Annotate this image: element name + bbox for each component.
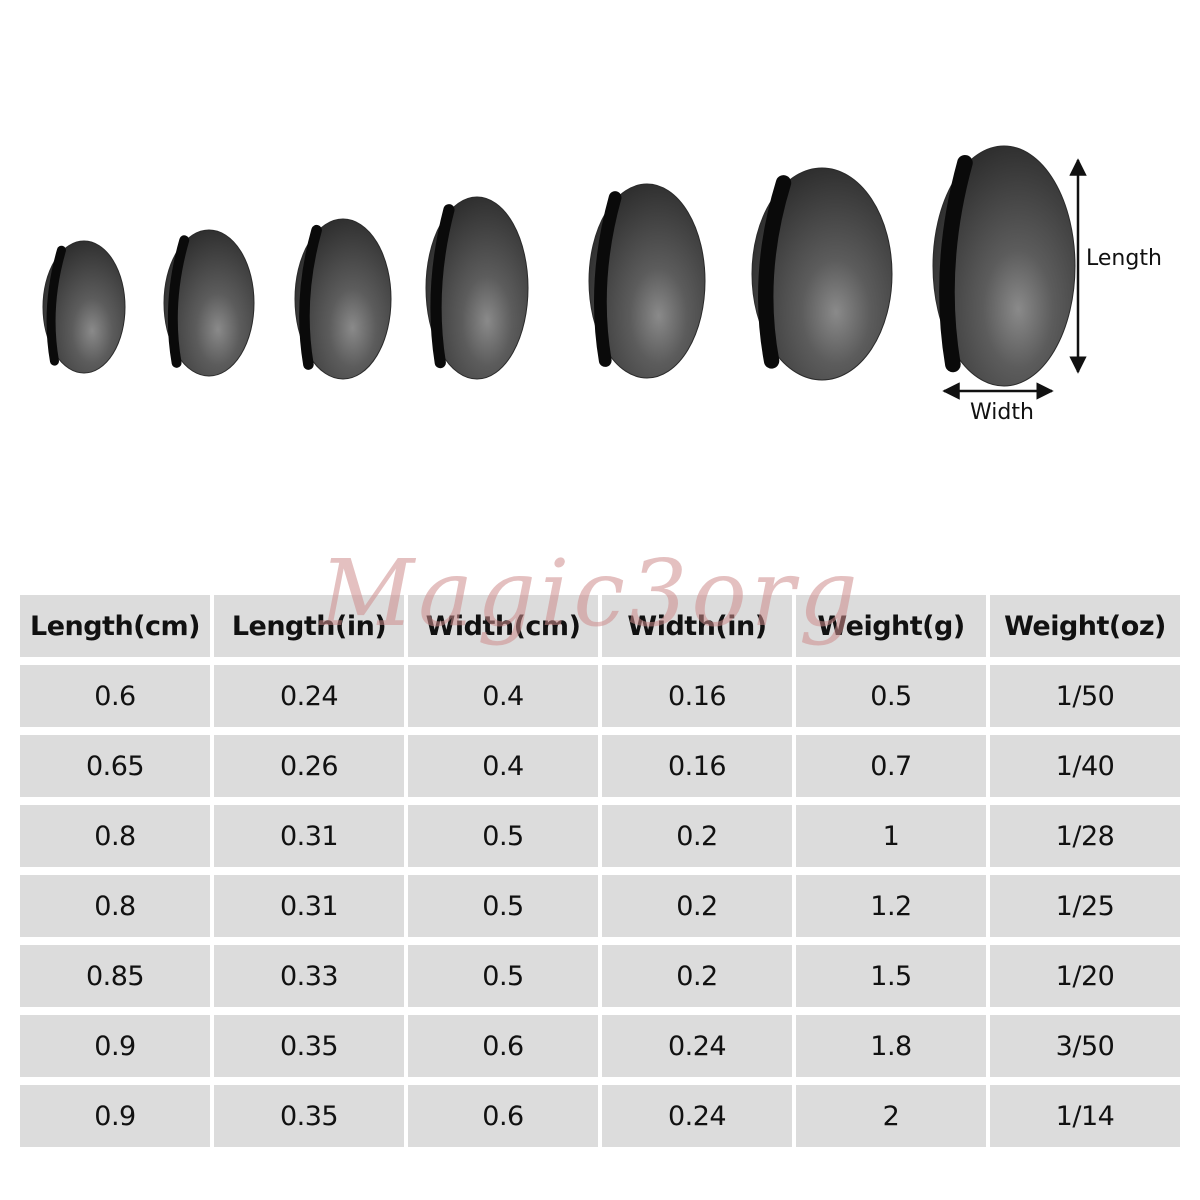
header-length-in: Length(in) xyxy=(214,595,404,657)
table-cell: 0.26 xyxy=(214,735,404,797)
sinker-6 xyxy=(751,167,893,381)
table-cell: 1.5 xyxy=(796,945,986,1007)
table-cell: 0.33 xyxy=(214,945,404,1007)
table-cell: 0.4 xyxy=(408,735,598,797)
table-cell: 0.5 xyxy=(408,805,598,867)
sinker-5 xyxy=(588,183,706,379)
table-cell: 0.24 xyxy=(214,665,404,727)
table-cell: 0.4 xyxy=(408,665,598,727)
table-cell: 1 xyxy=(796,805,986,867)
table-cell: 1/40 xyxy=(990,735,1180,797)
table-cell: 0.65 xyxy=(20,735,210,797)
table-cell: 0.9 xyxy=(20,1015,210,1077)
table-cell: 0.2 xyxy=(602,945,792,1007)
sinker-3 xyxy=(294,218,392,380)
table-cell: 0.8 xyxy=(20,805,210,867)
table-cell: 3/50 xyxy=(990,1015,1180,1077)
table-cell: 0.35 xyxy=(214,1085,404,1147)
table-cell: 0.16 xyxy=(602,665,792,727)
header-width-in: Width(in) xyxy=(602,595,792,657)
table-cell: 0.35 xyxy=(214,1015,404,1077)
table-cell: 0.5 xyxy=(408,945,598,1007)
table-header-row: Length(cm) Length(in) Width(cm) Width(in… xyxy=(20,595,1180,657)
table-cell: 0.85 xyxy=(20,945,210,1007)
length-label: Length xyxy=(1086,246,1162,271)
table-cell: 0.24 xyxy=(602,1015,792,1077)
table-cell: 0.8 xyxy=(20,875,210,937)
table-cell: 0.7 xyxy=(796,735,986,797)
table-cell: 1/20 xyxy=(990,945,1180,1007)
table-cell: 1.8 xyxy=(796,1015,986,1077)
sinker-2 xyxy=(163,229,255,377)
table-cell: 0.24 xyxy=(602,1085,792,1147)
width-label: Width xyxy=(970,400,1034,425)
table-cell: 2 xyxy=(796,1085,986,1147)
sinker-1 xyxy=(42,240,126,374)
table-cell: 1/28 xyxy=(990,805,1180,867)
sinker-spec-table: Length(cm) Length(in) Width(cm) Width(in… xyxy=(16,587,1184,1155)
table-cell: 0.16 xyxy=(602,735,792,797)
table-cell: 1/14 xyxy=(990,1085,1180,1147)
header-weight-g: Weight(g) xyxy=(796,595,986,657)
sinker-size-diagram xyxy=(42,145,1087,400)
table-cell: 1.2 xyxy=(796,875,986,937)
table-cell: 0.2 xyxy=(602,805,792,867)
table-cell: 0.5 xyxy=(796,665,986,727)
sinker-7 xyxy=(932,145,1076,387)
header-weight-oz: Weight(oz) xyxy=(990,595,1180,657)
header-length-cm: Length(cm) xyxy=(20,595,210,657)
table-cell: 1/25 xyxy=(990,875,1180,937)
table-cell: 1/50 xyxy=(990,665,1180,727)
table-cell: 0.5 xyxy=(408,875,598,937)
table-cell: 0.6 xyxy=(20,665,210,727)
sinker-4 xyxy=(425,196,529,380)
table-cell: 0.2 xyxy=(602,875,792,937)
table-cell: 0.9 xyxy=(20,1085,210,1147)
table-cell: 0.31 xyxy=(214,805,404,867)
table-cell: 0.31 xyxy=(214,875,404,937)
header-width-cm: Width(cm) xyxy=(408,595,598,657)
table-cell: 0.6 xyxy=(408,1015,598,1077)
table-cell: 0.6 xyxy=(408,1085,598,1147)
